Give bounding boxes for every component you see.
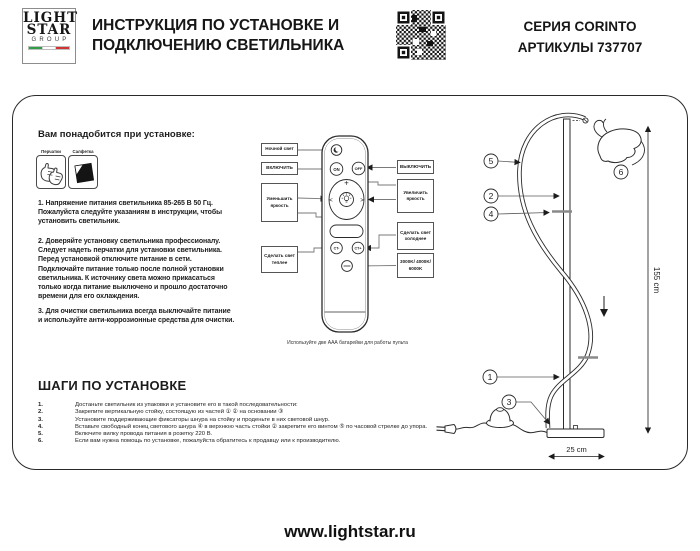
step-text: Вставьте свободный конец светового шнура… (75, 423, 428, 430)
remote-diagram: ON OFF + – < > CT- (297, 135, 397, 333)
callout-number-6: 6 (619, 167, 624, 177)
logo-star: STAR (26, 21, 72, 38)
callout-decrease-brightness: Уменьшить яркость (261, 183, 298, 222)
foot-switch-icon (486, 407, 514, 428)
series-name: СЕРИЯ CORINTO (523, 19, 637, 34)
plug-icon (436, 423, 457, 435)
callout-turn-off: ВЫКЛЮЧИТЬ (397, 160, 434, 174)
bulb-icon (341, 193, 352, 203)
step-item: 6. Если вам нужна помощь по установке, п… (38, 438, 663, 445)
dial-left-label: < (329, 198, 333, 204)
height-label: 155 cm (652, 267, 661, 294)
screw-icon (572, 117, 589, 124)
width-dimension: 25 cm (548, 445, 605, 460)
page-title-line1: ИНСТРУКЦИЯ ПО УСТАНОВКЕ И (92, 17, 340, 34)
step-number: 6. (38, 438, 43, 445)
step-item: 1. Достаньте светильник из упаковки и ус… (38, 402, 663, 409)
step-text: Включите вилку провода питания в розетку… (75, 431, 213, 438)
callout-warmer-light: Сделать свет теплее (261, 246, 298, 273)
dial-minus-label: – (344, 215, 349, 224)
height-dimension: 155 cm (644, 125, 661, 434)
on-button: ON (329, 162, 344, 176)
safety-paragraph-2: 2. Доверяйте установку светильника профе… (38, 238, 228, 301)
safety-paragraph-3: 3. Для очистки светильника всегда выключ… (38, 308, 235, 325)
battery-note: Используйте две ААА батарейки для работы… (287, 340, 408, 346)
step-number: 5. (38, 431, 43, 438)
step-number: 1. (38, 402, 43, 408)
logo-group: GROUP (31, 37, 70, 43)
lamp-callout-numbers: 5 2 4 6 1 3 (482, 153, 629, 410)
ct-minus-label: CT- (334, 247, 341, 251)
on-button-label: ON (333, 167, 339, 172)
napkin-label: Салфетка (72, 149, 94, 154)
page-title: ИНСТРУКЦИЯ ПО УСТАНОВКЕ И ПОДКЛЮЧЕНИЮ СВ… (92, 16, 392, 56)
hand-icon (593, 118, 645, 166)
step-number: 3. (38, 416, 43, 423)
off-button-label: OFF (355, 166, 363, 171)
step-number: 4. (38, 423, 43, 430)
qr-code-icon (395, 9, 447, 61)
callout-number-4: 4 (489, 209, 494, 219)
color-temp-cycle-button (341, 260, 353, 272)
lightstar-logo: LIGHT STAR GROUP (22, 8, 79, 64)
width-label: 25 cm (566, 445, 586, 454)
ct-plus-label: CT+ (355, 247, 362, 251)
step-text: Закрепите вертикальную стойку, состоящую… (75, 409, 284, 416)
ct-minus-button: CT- (330, 241, 343, 255)
step-item: 5. Включите вилку провода питания в розе… (38, 431, 663, 438)
step-item: 4. Вставьте свободный конец светового шн… (38, 424, 663, 431)
steps-title: ШАГИ ПО УСТАНОВКЕ (38, 378, 187, 393)
callout-kelvin-values: 3000K/ 4000K/ 6000K (397, 253, 434, 278)
page-title-line2: ПОДКЛЮЧЕНИЮ СВЕТИЛЬНИКА (92, 37, 345, 54)
logo-light: LIGHT (23, 10, 79, 26)
power-cord (453, 422, 548, 434)
callout-night-light: Ночной свет (261, 143, 298, 156)
lamp-base (546, 425, 605, 438)
safety-paragraph-1: 1. Напряжение питания светильника 85-265… (38, 200, 222, 226)
callout-number-3: 3 (507, 397, 512, 407)
step-text: Если вам нужна помощь по установке, пожа… (75, 438, 341, 445)
pill-button (329, 224, 364, 238)
callout-number-2: 2 (489, 191, 494, 201)
callout-number-1: 1 (488, 372, 493, 382)
brightness-dial: + – < > (328, 179, 365, 224)
napkin-icon (74, 162, 95, 184)
ct-plus-button: CT+ (351, 241, 365, 255)
step-text: Достаньте светильник из упаковки и устан… (75, 402, 298, 408)
night-light-button (330, 144, 343, 156)
callout-increase-brightness: Увеличить яркость (397, 179, 434, 213)
gloves-icon (40, 163, 63, 186)
lamp-light-cord (517, 112, 593, 429)
website-url: www.lightstar.ru (284, 522, 416, 541)
dial-right-label: > (360, 198, 364, 204)
steps-list: 1. Достаньте светильник из упаковки и ус… (38, 402, 663, 446)
needs-title: Вам понадобится при установке: (38, 129, 195, 140)
callout-colder-light: Сделать свет холоднее (397, 222, 434, 250)
step-item: 3. Установите поддерживающие фиксаторы ш… (38, 417, 663, 424)
callout-turn-on: ВКЛЮЧИТЬ (261, 162, 298, 175)
lamp-diagram: 5 2 4 6 1 3 155 cm 25 cm (436, 112, 661, 460)
step-item: 2. Закрепите вертикальную стойку, состоя… (38, 409, 663, 416)
step-text: Установите поддерживающие фиксаторы шнур… (75, 416, 330, 423)
dial-plus-label: + (344, 179, 349, 188)
step-number: 2. (38, 409, 43, 416)
gloves-label: Перчатки (41, 149, 61, 154)
italian-flag-icon (28, 46, 70, 50)
series-info: СЕРИЯ CORINTO АРТИКУЛЫ 737707 (480, 16, 680, 58)
off-button: OFF (351, 161, 366, 176)
napkin-box (68, 155, 98, 189)
article-number: АРТИКУЛЫ 737707 (517, 40, 643, 55)
callout-number-5: 5 (489, 156, 494, 166)
gloves-box (36, 155, 66, 189)
